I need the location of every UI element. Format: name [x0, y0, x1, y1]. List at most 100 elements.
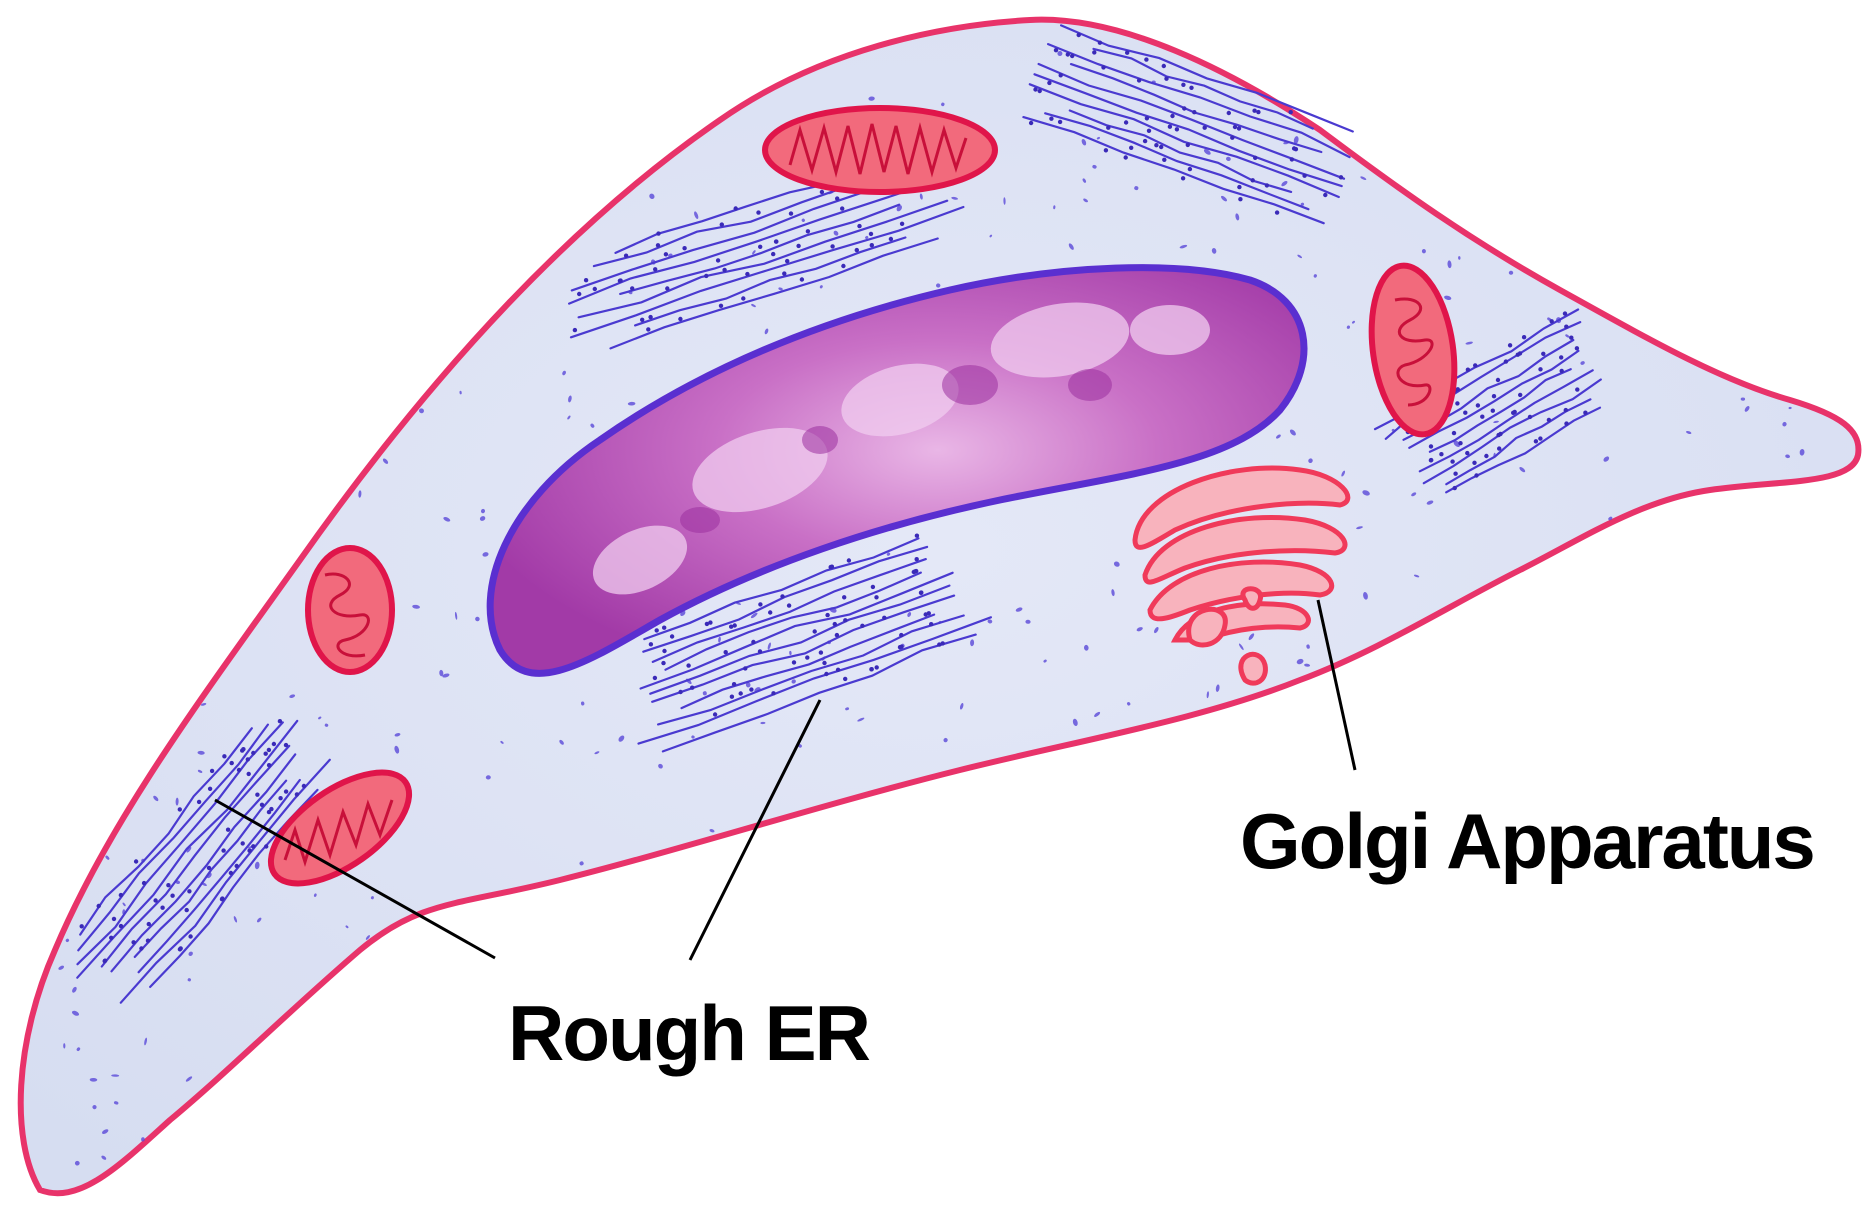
ribosome — [661, 661, 665, 665]
ribosome — [1450, 459, 1454, 463]
ribosome — [1070, 54, 1074, 58]
ribosome — [153, 898, 157, 902]
ribosome — [1251, 178, 1255, 182]
ribosome — [179, 946, 183, 950]
ribosome — [805, 655, 809, 659]
ribosome — [1513, 410, 1517, 414]
ribosome — [1137, 78, 1141, 82]
ribosome — [720, 222, 724, 226]
ribosome — [272, 742, 276, 746]
mitochondrion — [308, 548, 392, 672]
ribosome — [241, 747, 245, 751]
ribosome — [1518, 393, 1522, 397]
ribosome — [247, 849, 251, 853]
ribosome — [1563, 311, 1567, 315]
ribosome — [749, 687, 753, 691]
ribosome — [630, 286, 634, 290]
ribosome — [912, 570, 916, 574]
ribosome — [741, 296, 745, 300]
ribosome — [1550, 319, 1554, 323]
ribosome — [664, 252, 668, 256]
ribosome — [649, 642, 653, 646]
ribosome — [648, 315, 652, 319]
ribosome — [1455, 401, 1459, 405]
ribosome — [869, 232, 873, 236]
ribosome — [208, 787, 212, 791]
ribosome — [900, 222, 904, 226]
ribosome — [670, 634, 674, 638]
ribosome — [843, 677, 847, 681]
ribosome — [782, 271, 786, 275]
ribosome — [584, 278, 588, 282]
ribosome — [302, 784, 306, 788]
ribosome — [870, 243, 874, 247]
ribosome — [690, 686, 694, 690]
ribosome — [655, 628, 659, 632]
ribosome — [222, 754, 226, 758]
ribosome — [197, 800, 201, 804]
ribosome — [146, 939, 150, 943]
ribosome — [618, 279, 622, 283]
ribosome — [1181, 176, 1185, 180]
ribosome — [1144, 57, 1148, 61]
ribosome — [829, 565, 833, 569]
ribosome — [678, 317, 682, 321]
ribosome — [278, 796, 282, 800]
ribosome — [756, 210, 760, 214]
ribosome — [170, 894, 174, 898]
ribosome — [1101, 65, 1105, 69]
ribosome — [1476, 403, 1480, 407]
ribosome — [1323, 193, 1327, 197]
ribosome — [1188, 167, 1192, 171]
ribosome — [739, 691, 743, 695]
ribosome — [185, 908, 189, 912]
ribosome — [1429, 444, 1433, 448]
rough-er-label: Rough ER — [508, 989, 870, 1077]
ribosome — [1124, 120, 1128, 124]
ribosome — [278, 719, 282, 723]
ribosome — [840, 206, 844, 210]
ribosome — [732, 682, 736, 686]
ribosome — [1559, 355, 1563, 359]
ribosome — [1564, 421, 1568, 425]
ribosome — [1253, 156, 1257, 160]
ribosome — [1569, 336, 1573, 340]
ribosome — [207, 866, 211, 870]
ribosome — [1547, 418, 1551, 422]
ribosome — [1534, 439, 1538, 443]
ribosome — [1203, 126, 1207, 130]
ribosome — [295, 792, 299, 796]
ribosome — [178, 807, 182, 811]
ribosome — [1452, 431, 1456, 435]
ribosome — [1129, 146, 1133, 150]
ribosome — [682, 246, 686, 250]
ribosome — [825, 613, 829, 617]
ribosome — [1289, 110, 1293, 114]
ribosome — [187, 889, 191, 893]
ribosome — [835, 633, 839, 637]
ribosome — [646, 327, 650, 331]
ribosome — [860, 624, 864, 628]
ribosome — [1182, 106, 1186, 110]
ribosome — [1265, 183, 1269, 187]
ribosome — [662, 649, 666, 653]
ribosome — [1541, 352, 1545, 356]
ribosome — [246, 757, 250, 761]
ribosome — [577, 292, 581, 296]
ribosome — [1066, 52, 1070, 56]
ribosome — [1033, 87, 1037, 91]
ribosome — [806, 229, 810, 233]
ribosome — [875, 665, 879, 669]
ribosome — [1302, 174, 1306, 178]
ribosome — [686, 663, 690, 667]
ribosome — [284, 789, 288, 793]
ribosome — [1497, 446, 1501, 450]
ribosome — [1564, 325, 1568, 329]
ribosome — [188, 934, 192, 938]
ribosome — [1181, 83, 1185, 87]
ribosome — [1275, 210, 1279, 214]
ribosome — [267, 748, 271, 752]
ribosome — [704, 274, 708, 278]
ribosome — [678, 690, 682, 694]
ribosome — [1439, 452, 1443, 456]
